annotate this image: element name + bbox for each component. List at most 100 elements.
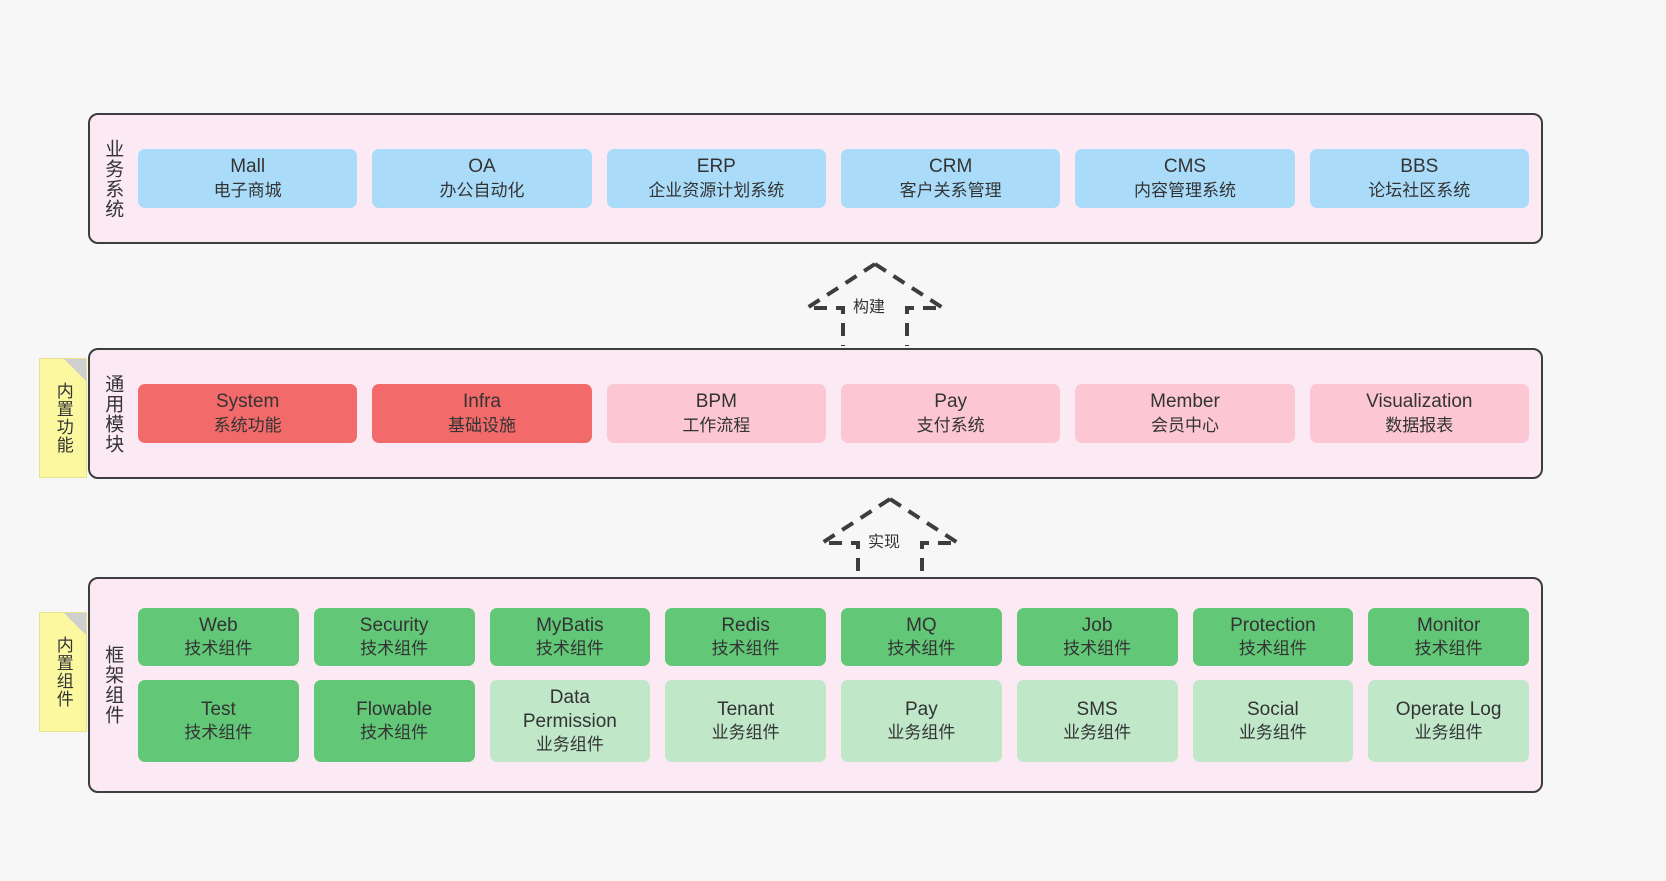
card-title: Monitor: [1416, 614, 1481, 636]
card-title: MQ: [906, 614, 937, 636]
card-pay-component[interactable]: Pay 业务组件: [841, 679, 1002, 763]
card-subtitle: 办公自动化: [439, 180, 525, 200]
card-title: Operate Log: [1395, 699, 1502, 720]
card-protection[interactable]: Protection 技术组件: [1192, 607, 1354, 666]
card-title: Pay: [934, 391, 968, 413]
connector-implement: 实现: [815, 497, 965, 581]
card-subtitle: 技术组件: [1063, 639, 1132, 659]
card-bpm[interactable]: BPM 工作流程: [606, 384, 826, 443]
card-title: Test: [200, 699, 236, 720]
card-data-permission[interactable]: Data Permission 业务组件: [489, 679, 651, 763]
card-row: Web 技术组件 Security 技术组件 MyBatis 技术组件 Redi…: [138, 607, 1529, 666]
card-subtitle: 系统功能: [213, 415, 282, 435]
card-subtitle: 论坛社区系统: [1368, 180, 1471, 200]
card-title: MyBatis: [536, 614, 604, 636]
card-social[interactable]: Social 业务组件: [1192, 679, 1354, 763]
card-system[interactable]: System 系统功能: [138, 384, 358, 443]
card-subtitle: 技术组件: [535, 639, 604, 659]
card-title: Member: [1150, 391, 1220, 413]
card-title: ERP: [696, 156, 736, 178]
card-subtitle: 技术组件: [1414, 639, 1483, 659]
layer-common-module: 通用模块 System 系统功能 Infra 基础设施 BPM 工作流程 Pay…: [88, 348, 1543, 479]
card-oa[interactable]: OA 办公自动化: [372, 149, 592, 208]
card-web[interactable]: Web 技术组件: [138, 607, 299, 666]
card-infra[interactable]: Infra 基础设施: [372, 384, 592, 443]
card-visualization[interactable]: Visualization 数据报表: [1309, 384, 1529, 443]
card-test[interactable]: Test 技术组件: [138, 679, 299, 763]
generalization-arrow-icon: [800, 262, 950, 346]
card-subtitle: 业务组件: [1414, 723, 1483, 743]
card-title: Social: [1247, 699, 1299, 720]
connector-build: 构建: [800, 262, 950, 346]
layer-title-framework-component: 框架组件: [102, 645, 124, 725]
generalization-arrow-icon: [815, 497, 965, 581]
card-title: CMS: [1163, 156, 1207, 178]
card-title: Job: [1081, 614, 1113, 636]
card-security[interactable]: Security 技术组件: [313, 607, 475, 666]
card-mq[interactable]: MQ 技术组件: [841, 607, 1002, 666]
folded-corner-icon: [64, 359, 86, 381]
layer-business-system: 业务系统 Mall 电子商城 OA 办公自动化 ERP 企业资源计划系统 CRM…: [88, 113, 1543, 244]
connector-label-implement: 实现: [865, 528, 904, 552]
card-title: SMS: [1076, 699, 1118, 720]
sticky-note-builtin-component: 内置组件: [39, 612, 87, 732]
card-crm[interactable]: CRM 客户关系管理: [840, 149, 1061, 208]
card-title: Infra: [462, 391, 501, 413]
card-title: Web: [199, 614, 238, 636]
card-subtitle: 技术组件: [887, 639, 956, 659]
card-row: Mall 电子商城 OA 办公自动化 ERP 企业资源计划系统 CRM 客户关系…: [138, 149, 1529, 208]
card-flowable[interactable]: Flowable 技术组件: [313, 679, 475, 763]
card-title: Protection: [1230, 614, 1316, 636]
layer-body-business-system: Mall 电子商城 OA 办公自动化 ERP 企业资源计划系统 CRM 客户关系…: [134, 115, 1541, 242]
card-subtitle: 业务组件: [535, 735, 604, 755]
folded-corner-icon: [64, 613, 86, 635]
card-subtitle: 会员中心: [1150, 415, 1219, 435]
layer-body-framework-component: Web 技术组件 Security 技术组件 MyBatis 技术组件 Redi…: [134, 579, 1541, 791]
card-subtitle: 技术组件: [711, 639, 780, 659]
card-subtitle: 内容管理系统: [1133, 180, 1236, 200]
card-subtitle: 技术组件: [360, 723, 429, 743]
card-sms[interactable]: SMS 业务组件: [1016, 679, 1178, 763]
card-row: Test 技术组件 Flowable 技术组件 Data Permission …: [138, 679, 1529, 763]
card-erp[interactable]: ERP 企业资源计划系统: [606, 149, 826, 208]
card-title: OA: [468, 156, 496, 178]
card-subtitle: 数据报表: [1385, 415, 1454, 435]
card-title: Visualization: [1366, 391, 1473, 413]
card-subtitle: 技术组件: [184, 639, 253, 659]
card-job[interactable]: Job 技术组件: [1016, 607, 1178, 666]
layer-framework-component: 框架组件 Web 技术组件 Security 技术组件 MyBatis 技术组件…: [88, 577, 1543, 793]
card-subtitle: 业务组件: [1063, 723, 1132, 743]
card-member[interactable]: Member 会员中心: [1075, 384, 1295, 443]
sticky-note-label: 内置组件: [53, 636, 73, 708]
card-title: BBS: [1400, 156, 1439, 178]
card-title: Tenant: [717, 699, 775, 720]
card-subtitle: 客户关系管理: [899, 180, 1002, 200]
card-subtitle: 业务组件: [711, 723, 780, 743]
card-redis[interactable]: Redis 技术组件: [665, 607, 826, 666]
card-subtitle: 技术组件: [360, 639, 429, 659]
card-title: Redis: [721, 614, 770, 636]
layer-title-business-system: 业务系统: [102, 138, 124, 219]
card-mybatis[interactable]: MyBatis 技术组件: [489, 607, 651, 666]
card-operate-log[interactable]: Operate Log 业务组件: [1368, 679, 1529, 763]
card-title: Security: [359, 614, 429, 636]
card-subtitle: 技术组件: [184, 723, 253, 743]
card-subtitle: 支付系统: [916, 415, 985, 435]
card-title: Data Permission: [522, 686, 617, 733]
card-subtitle: 工作流程: [682, 415, 751, 435]
card-row: System 系统功能 Infra 基础设施 BPM 工作流程 Pay 支付系统…: [138, 384, 1529, 443]
card-subtitle: 企业资源计划系统: [648, 180, 785, 200]
card-bbs[interactable]: BBS 论坛社区系统: [1309, 149, 1529, 208]
layer-title-common-module: 通用模块: [102, 373, 124, 454]
card-mall[interactable]: Mall 电子商城: [138, 149, 358, 208]
card-subtitle: 业务组件: [1238, 723, 1307, 743]
card-cms[interactable]: CMS 内容管理系统: [1075, 149, 1295, 208]
card-subtitle: 电子商城: [213, 180, 282, 200]
card-monitor[interactable]: Monitor 技术组件: [1368, 607, 1529, 666]
card-title: Pay: [905, 699, 938, 720]
card-tenant[interactable]: Tenant 业务组件: [665, 679, 826, 763]
card-title: System: [215, 391, 280, 413]
card-title: BPM: [695, 391, 737, 413]
card-pay[interactable]: Pay 支付系统: [840, 384, 1061, 443]
